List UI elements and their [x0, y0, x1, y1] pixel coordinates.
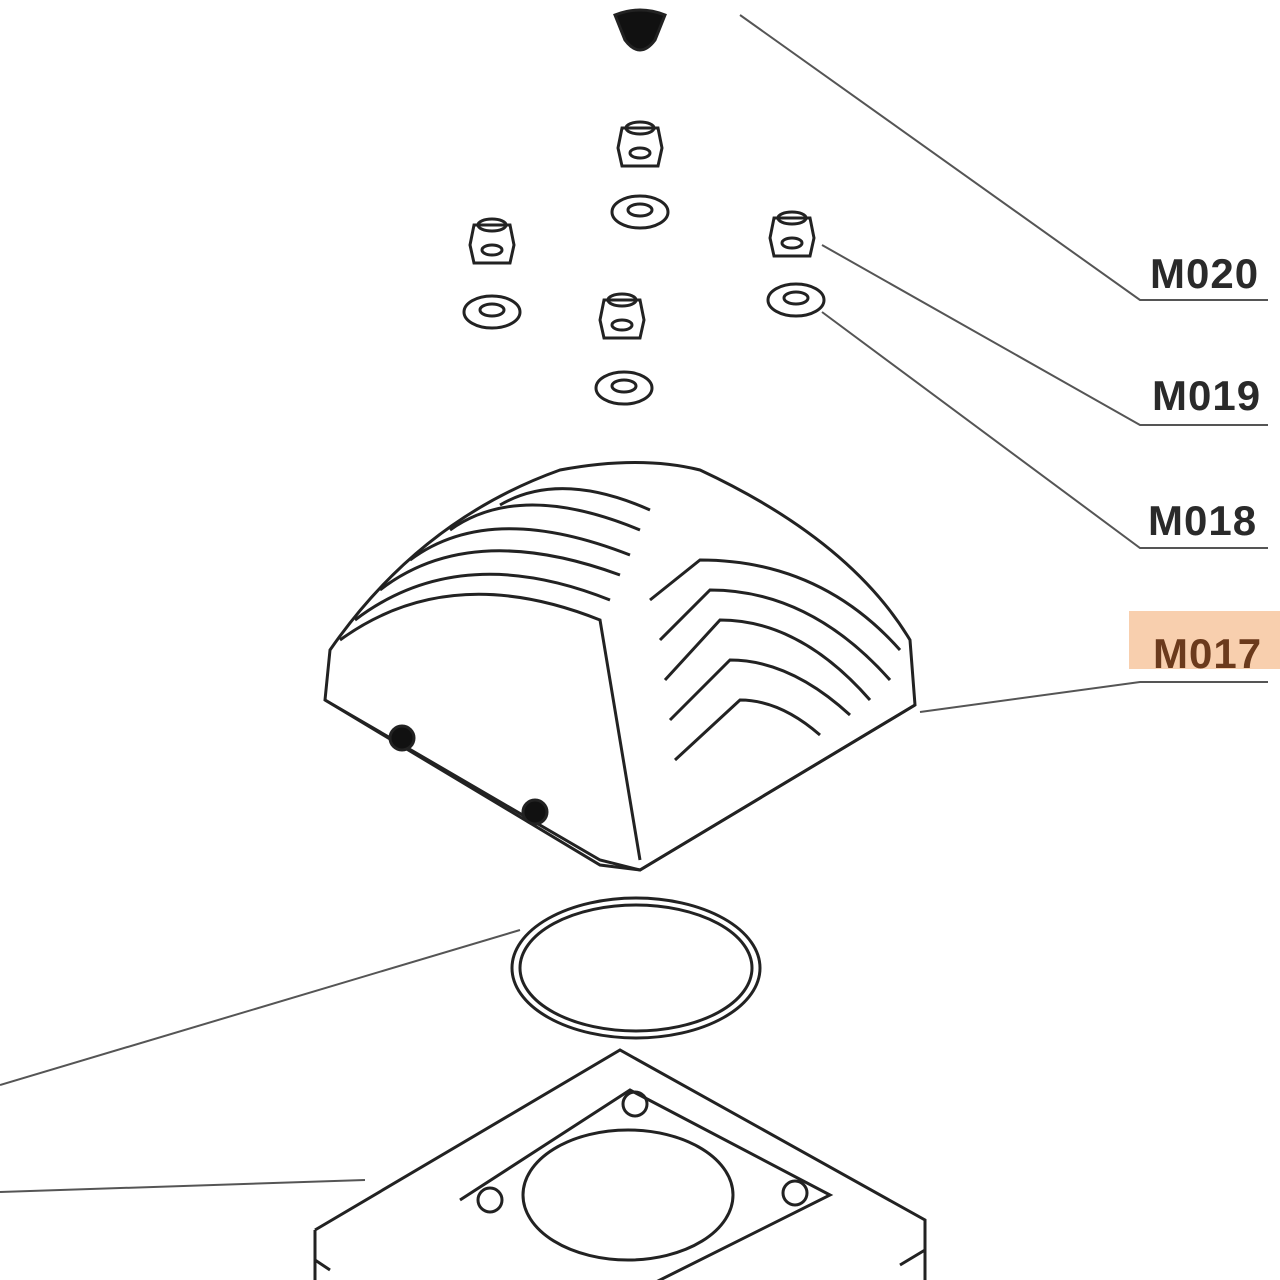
washer	[766, 282, 826, 318]
nut	[598, 292, 646, 340]
o-ring	[510, 896, 762, 1040]
part-label-m018[interactable]: M018	[1148, 497, 1258, 544]
part-label-m019[interactable]: M019	[1152, 372, 1262, 419]
nut	[468, 217, 516, 265]
leader-lines	[0, 14, 1268, 1193]
washer	[462, 294, 522, 330]
nut	[768, 210, 816, 258]
part-label-m020[interactable]: M020	[1150, 250, 1260, 297]
washer	[610, 194, 670, 230]
cylinder-head	[323, 461, 917, 872]
highlight-m017	[1129, 611, 1280, 669]
spark-plug-part	[613, 8, 667, 52]
cylinder	[313, 1048, 927, 1280]
washer	[594, 370, 654, 406]
nut	[616, 120, 664, 168]
part-label-m017[interactable]: M017	[1153, 630, 1263, 677]
